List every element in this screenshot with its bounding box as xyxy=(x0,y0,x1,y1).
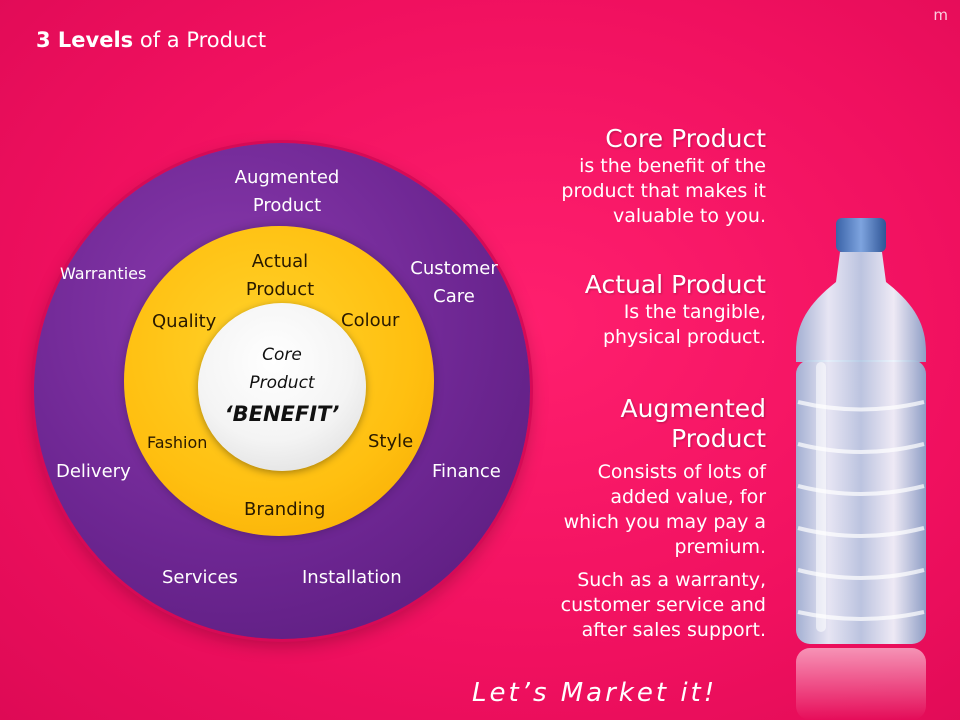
actual-label-line-2: Product xyxy=(245,279,315,300)
water-bottle-image xyxy=(796,218,926,720)
warranties-label: Warranties xyxy=(60,264,147,283)
augmented-example-line-3: after sales support. xyxy=(581,619,766,641)
fashion-label: Fashion xyxy=(147,433,208,452)
core-label-line-1: Core xyxy=(262,345,302,365)
style-label: Style xyxy=(368,431,414,452)
augmented-body-line-1: Consists of lots of xyxy=(597,461,766,483)
delivery-label: Delivery xyxy=(56,461,131,482)
augmented-body-line-4: premium. xyxy=(674,536,766,558)
quality-label: Quality xyxy=(152,311,217,332)
installation-label: Installation xyxy=(302,567,402,588)
customer-care-line-2: Care xyxy=(433,286,475,307)
augmented-heading-line-1: Augmented xyxy=(620,394,766,423)
customer-care-line-1: Customer xyxy=(410,258,498,279)
services-label: Services xyxy=(162,567,238,588)
title-bold: 3 Levels xyxy=(36,28,134,52)
core-product-label: Core Product xyxy=(232,341,332,397)
slide-title: 3 Levels of a Product xyxy=(36,28,266,52)
augmented-label-line-2: Product xyxy=(252,195,322,216)
core-product-description: Core Product is the benefit of the produ… xyxy=(561,124,766,229)
augmented-example-line-1: Such as a warranty, xyxy=(577,569,766,591)
core-product-circle xyxy=(198,303,366,471)
augmented-body-line-3: which you may pay a xyxy=(563,511,766,533)
corner-mark: m xyxy=(933,6,948,24)
bottle-reflection xyxy=(796,648,926,720)
actual-product-description: Actual Product Is the tangible, physical… xyxy=(585,270,766,350)
augmented-product-description: Augmented Product Consists of lots of ad… xyxy=(561,394,766,643)
core-body-line-3: valuable to you. xyxy=(613,205,766,227)
core-body-line-1: is the benefit of the xyxy=(579,155,766,177)
actual-body-line-2: physical product. xyxy=(602,326,766,348)
colour-label: Colour xyxy=(341,310,400,331)
augmented-product-label: Augmented Product xyxy=(222,164,352,220)
augmented-label-line-1: Augmented xyxy=(234,167,340,188)
bottle-cap xyxy=(836,218,886,252)
footer-tagline: Let’s Market it! xyxy=(472,678,718,708)
augmented-example-line-2: customer service and xyxy=(560,594,766,616)
bottle-body xyxy=(796,360,926,644)
title-rest: of a Product xyxy=(133,28,267,52)
benefit-label: ‘BENEFIT’ xyxy=(224,402,340,426)
augmented-heading-line-2: Product xyxy=(671,424,766,453)
customer-care-label: Customer Care xyxy=(398,255,510,311)
actual-product-heading: Actual Product xyxy=(584,270,766,299)
branding-label: Branding xyxy=(244,499,326,520)
actual-product-label: Actual Product xyxy=(228,248,332,304)
core-product-heading: Core Product xyxy=(605,124,766,153)
augmented-body-line-2: added value, for xyxy=(610,486,766,508)
core-label-line-2: Product xyxy=(249,373,315,393)
actual-label-line-1: Actual xyxy=(251,251,309,272)
actual-body-line-1: Is the tangible, xyxy=(623,301,766,323)
core-body-line-2: product that makes it xyxy=(561,180,766,202)
finance-label: Finance xyxy=(432,461,501,482)
bottle-neck xyxy=(796,252,926,362)
